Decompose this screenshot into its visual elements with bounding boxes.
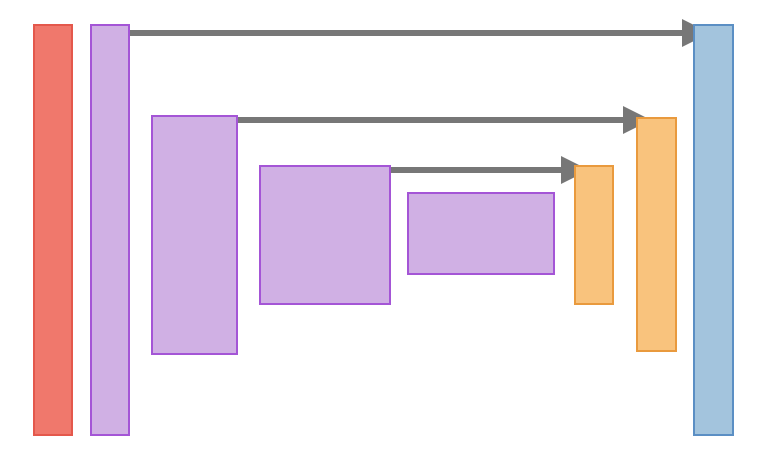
input-block bbox=[33, 24, 73, 436]
encoder-1-block bbox=[90, 24, 130, 436]
encoder-3-block bbox=[259, 165, 391, 305]
bottleneck-block bbox=[407, 192, 555, 275]
encoder-2-block bbox=[151, 115, 238, 355]
output-block bbox=[693, 24, 734, 436]
decoder-3-block bbox=[574, 165, 614, 305]
decoder-2-block bbox=[636, 117, 677, 352]
layer-blocks bbox=[33, 24, 734, 436]
skip-connections bbox=[129, 19, 710, 184]
